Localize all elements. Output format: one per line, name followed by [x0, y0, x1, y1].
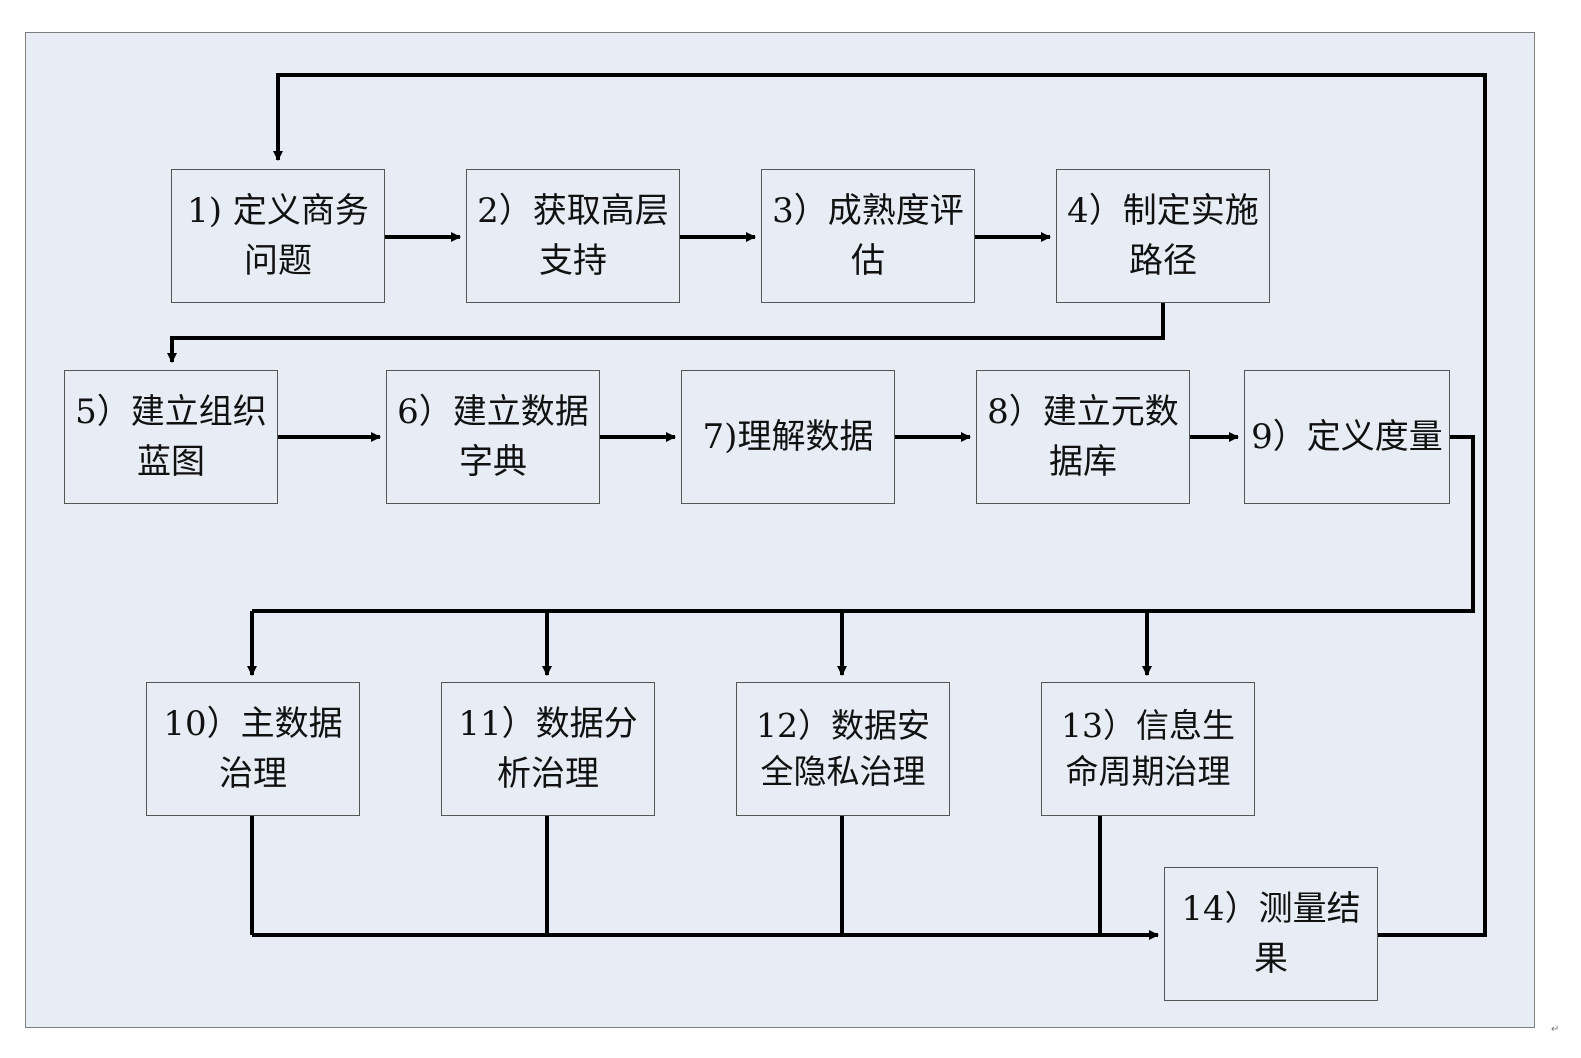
- step-7-label: 7)理解数据: [702, 417, 874, 457]
- step-10-label: 10）主数据治理: [163, 704, 343, 794]
- step-10-box: 10）主数据治理: [146, 682, 360, 816]
- step-11-label: 11）数据分析治理: [458, 704, 638, 794]
- step-13-label: 13）信息生命周期治理: [1061, 706, 1235, 791]
- step-2-label: 2）获取高层支持: [477, 191, 669, 281]
- step-6-label: 6）建立数据字典: [397, 392, 589, 482]
- step-13-box: 13）信息生命周期治理: [1041, 682, 1255, 816]
- paragraph-mark-icon: ↵: [1551, 1024, 1560, 1035]
- step-7-box: 7)理解数据: [681, 370, 895, 504]
- step-11-box: 11）数据分析治理: [441, 682, 655, 816]
- step-8-box: 8）建立元数据库: [976, 370, 1190, 504]
- step-5-box: 5）建立组织蓝图: [64, 370, 278, 504]
- step-6-box: 6）建立数据字典: [386, 370, 600, 504]
- step-8-label: 8）建立元数据库: [987, 392, 1179, 482]
- step-5-label: 5）建立组织蓝图: [75, 392, 267, 482]
- step-12-box: 12）数据安全隐私治理: [736, 682, 950, 816]
- step-1-label: 1) 定义商务问题: [187, 191, 369, 281]
- step-3-box: 3）成熟度评估: [761, 169, 975, 303]
- step-14-box: 14）测量结果: [1164, 867, 1378, 1001]
- step-1-box: 1) 定义商务问题: [171, 169, 385, 303]
- step-2-box: 2）获取高层支持: [466, 169, 680, 303]
- step-4-label: 4）制定实施路径: [1067, 191, 1259, 281]
- step-9-box: 9）定义度量: [1244, 370, 1450, 504]
- feedback-loop-connector: [273, 73, 1487, 937]
- step-4-box: 4）制定实施路径: [1056, 169, 1270, 303]
- step-3-label: 3）成熟度评估: [772, 191, 964, 281]
- step-14-label: 14）测量结果: [1181, 889, 1361, 979]
- step-12-label: 12）数据安全隐私治理: [756, 706, 930, 791]
- connector-9-to-bus: [252, 435, 1475, 613]
- step-9-label: 9）定义度量: [1251, 417, 1443, 457]
- arrow-4-to-5: [167, 303, 1165, 363]
